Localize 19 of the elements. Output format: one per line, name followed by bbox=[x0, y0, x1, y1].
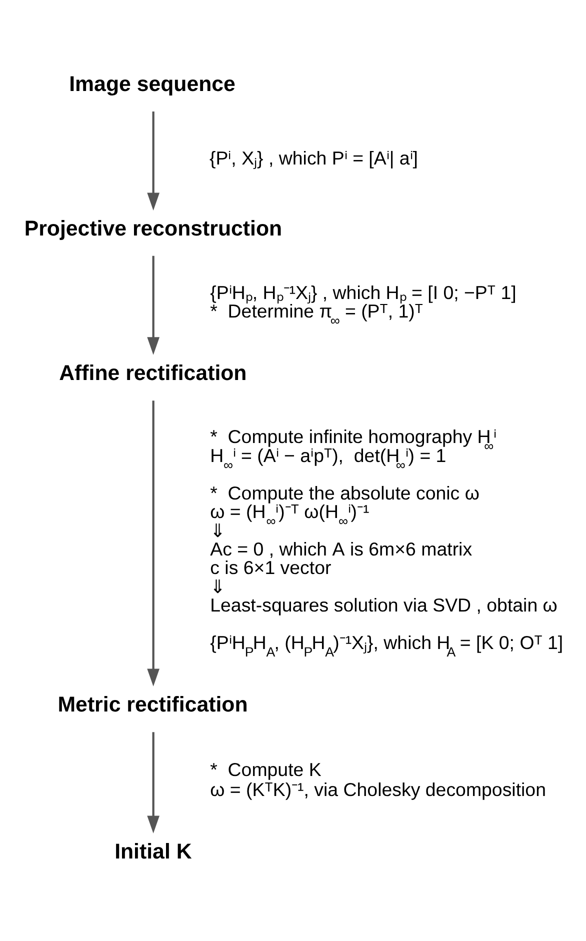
label: Ac = 0 , which A is 6m×6 matrix bbox=[210, 538, 472, 559]
label: {PⁱHₚ, Hₚ⁻¹Xⱼ} , which Hₚ = [I 0; −Pᵀ 1] bbox=[210, 281, 516, 302]
label: {Pⁱ, Xⱼ} , which Pⁱ = [Aⁱ| aⁱ] bbox=[209, 147, 418, 168]
arrow bbox=[147, 732, 160, 833]
label: ⇓ bbox=[210, 575, 226, 596]
label: * Compute K bbox=[210, 758, 322, 780]
arrow bbox=[147, 111, 160, 210]
node-text: Affine rectification bbox=[59, 360, 247, 384]
label: c is 6×1 vector bbox=[210, 556, 332, 578]
node-text: Projective reconstruction bbox=[24, 216, 282, 240]
arrow bbox=[147, 400, 160, 686]
label: Least-squares solution via SVD , obtain ω bbox=[210, 594, 558, 616]
node-text: Image sequence bbox=[69, 72, 236, 96]
label: {PⁱH$_{P}$H$_{A}$, (H$_{P}$H$_{A}$)⁻¹Xⱼ}, which H$_{A}$ = [K 0; Oᵀ 1] bbox=[210, 632, 564, 660]
node-text: Initial K bbox=[114, 838, 192, 863]
node-text: Metric rectification bbox=[58, 692, 248, 716]
label: ω = (KᵀK)⁻¹, via Cholesky decomposition bbox=[210, 778, 546, 800]
label: * Compute the absolute conic ω bbox=[210, 482, 480, 503]
arrow bbox=[147, 255, 160, 354]
